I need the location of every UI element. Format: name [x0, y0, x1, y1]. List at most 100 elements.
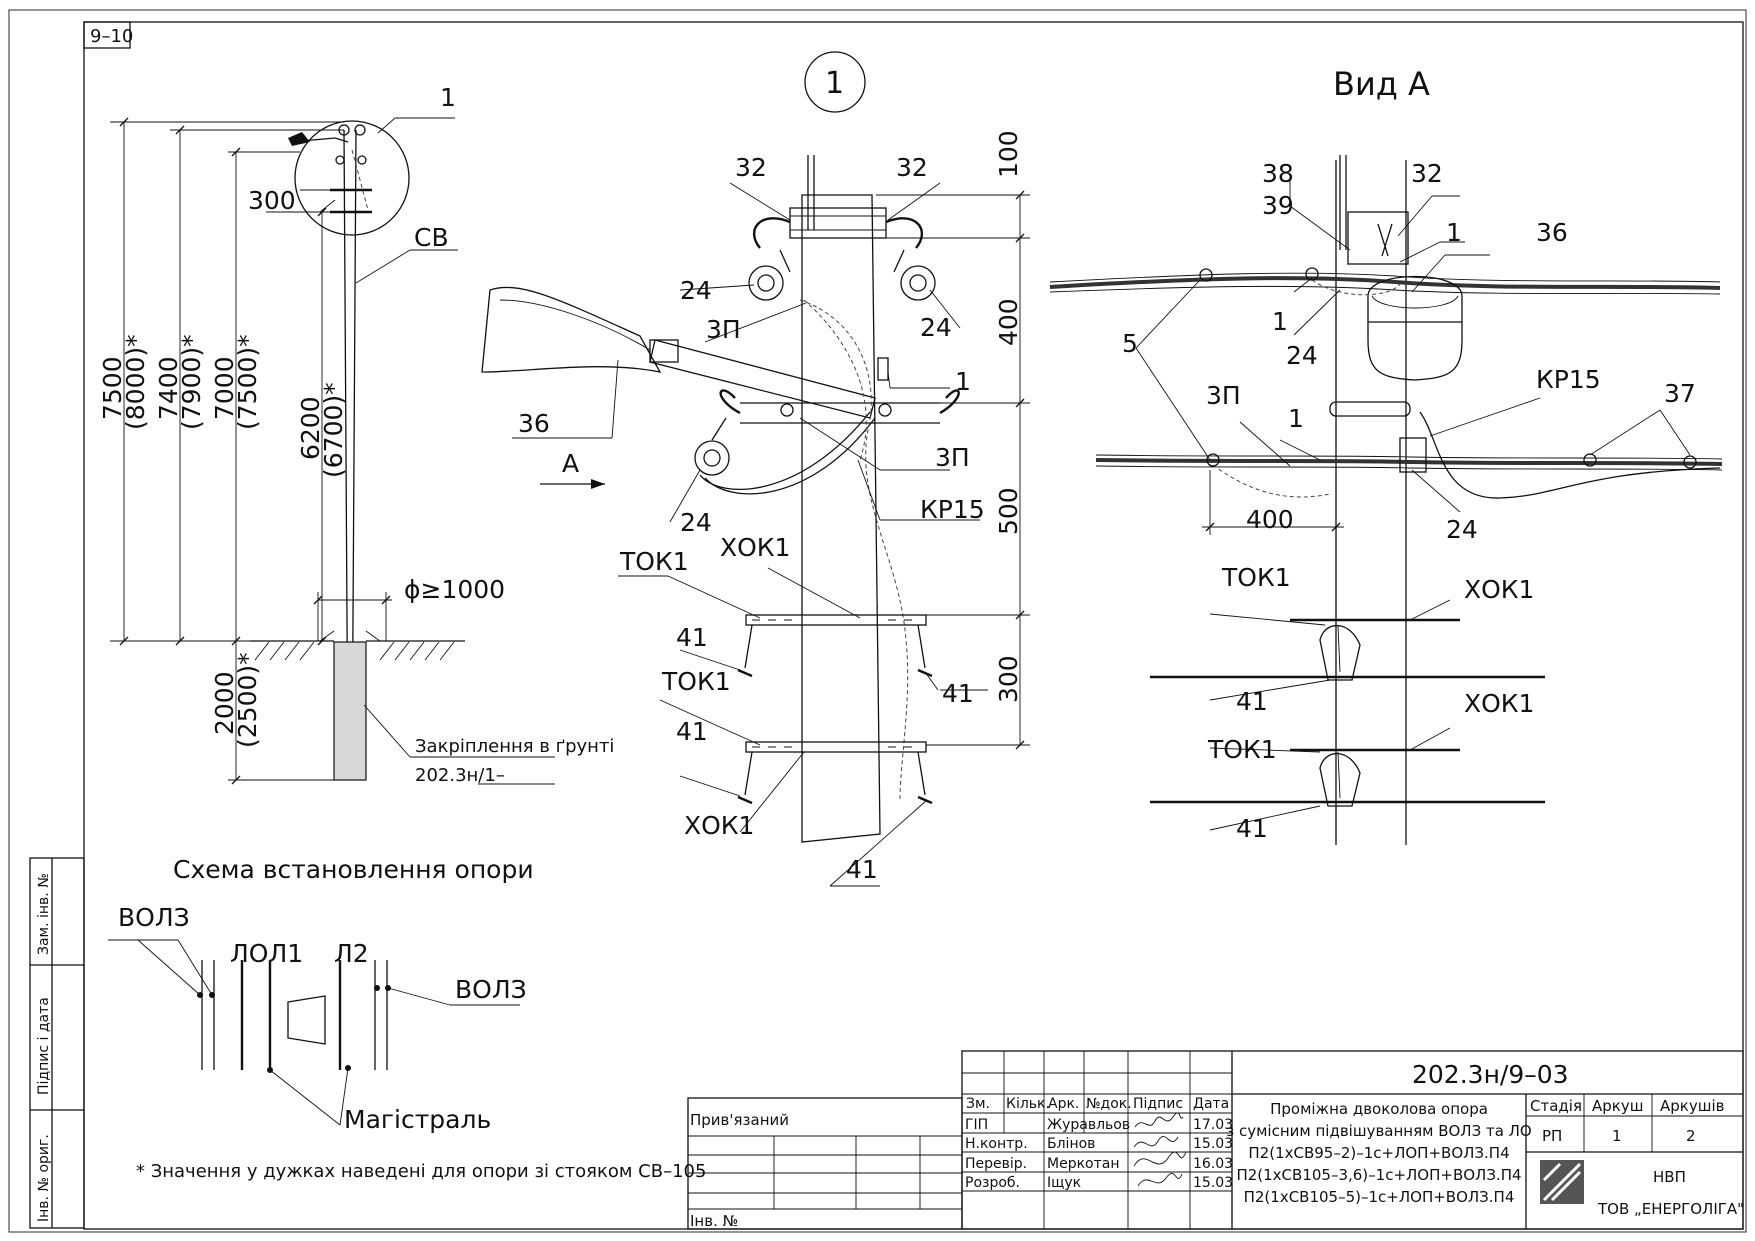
view-a-title: Вид А — [1333, 65, 1430, 103]
desc-line-4: П2(1хСВ105–5)–1с+ЛОП+ВОЛЗ.П4 — [1244, 1188, 1515, 1206]
scheme-drawing — [108, 939, 520, 1126]
row0-name: Журавльов — [1047, 1117, 1130, 1133]
side-stamp: Зам. інв. № Підпис і дата Інв. № ориг. — [29, 857, 85, 1229]
detail-label-xok1b: ХОК1 — [684, 811, 754, 840]
dim-7000: 7000 — [210, 356, 239, 420]
head-ark: Арк. — [1048, 1096, 1079, 1112]
title-code: 202.3н/9–03 — [1412, 1060, 1569, 1089]
company-logo-icon — [1540, 1160, 1584, 1204]
scheme-vol3-right: ВОЛЗ — [455, 975, 527, 1004]
title-inv: Інв. № — [690, 1212, 738, 1230]
view-label-1a: 1 — [1446, 218, 1462, 247]
scheme-title: Схема встановлення опори — [173, 855, 534, 884]
row0-date: 17.03 — [1193, 1117, 1233, 1133]
sheet-header: Аркуш — [1592, 1097, 1643, 1115]
row0-role: ГІП — [965, 1117, 988, 1133]
detail-dim-100: 100 — [994, 130, 1023, 178]
side-zam: Зам. інв. № — [36, 873, 52, 955]
scheme-l2: Л2 — [334, 939, 369, 968]
detail-label-41b: 41 — [942, 679, 974, 708]
side-pidpys: Підпис і дата — [36, 997, 52, 1095]
dim-7900: (7900)* — [177, 334, 206, 430]
view-label-24b: 24 — [1446, 515, 1478, 544]
view-label-24a: 24 — [1286, 341, 1318, 370]
view-label-tok1a: ТОК1 — [1221, 563, 1291, 592]
sheet-value: 1 — [1612, 1127, 1622, 1145]
detail-label-41d: 41 — [846, 855, 878, 884]
ground-fix-text: Закріплення в ґрунті — [415, 736, 614, 757]
sheets-value: 2 — [1686, 1127, 1696, 1145]
head-data: Дата — [1193, 1096, 1229, 1112]
detail-callout-circle — [804, 51, 866, 113]
row3-name: Іщук — [1047, 1175, 1081, 1191]
ground-ref-text: 202.3н/1– — [415, 765, 505, 786]
detail-label-tok1a: ТОК1 — [619, 547, 689, 576]
scheme-magistral: Магістраль — [344, 1105, 491, 1134]
row1-date: 15.03 — [1193, 1136, 1233, 1152]
detail-label-24a: 24 — [680, 276, 712, 305]
signature-marks — [1133, 1112, 1187, 1187]
detail-label-3p1: 3П — [706, 315, 741, 344]
detail-label-3p2: 3П — [935, 443, 970, 472]
detail-label-32a: 32 — [735, 153, 767, 182]
view-label-38: 38 — [1262, 159, 1294, 188]
view-label-xok1b: ХОК1 — [1464, 689, 1534, 718]
view-a-drawing — [1049, 155, 1723, 845]
detail-dim-300: 300 — [994, 655, 1023, 703]
view-label-41b: 41 — [1236, 814, 1268, 843]
dim-2500: (2500)* — [233, 652, 262, 748]
dim-phi: ϕ≥1000 — [404, 575, 505, 604]
desc-line-3: П2(1хСВ105–3,6)–1с+ЛОП+ВОЛЗ.П4 — [1236, 1166, 1521, 1184]
detail-label-32b: 32 — [896, 153, 928, 182]
view-label-1c: 1 — [1288, 404, 1304, 433]
outer-border — [8, 9, 1747, 1233]
view-label-41a: 41 — [1236, 687, 1268, 716]
dim-6700: (6700)* — [319, 382, 348, 478]
sheets-header: Аркушів — [1660, 1097, 1724, 1115]
detail-label-41c: 41 — [676, 717, 708, 746]
detail-label-xok1a: ХОК1 — [720, 533, 790, 562]
head-ndok: №док. — [1086, 1096, 1132, 1112]
view-label-32: 32 — [1411, 159, 1443, 188]
stage-header: Стадія — [1530, 1097, 1582, 1115]
overall-label-300: 300 — [248, 186, 296, 215]
row3-role: Розроб. — [965, 1175, 1020, 1191]
desc-line-1: з сумісним підвішуванням ВОЛЗ та ЛО — [1226, 1122, 1532, 1140]
row2-date: 16.03 — [1193, 1156, 1233, 1172]
view-dim-400: 400 — [1246, 505, 1294, 534]
row1-name: Блінов — [1047, 1136, 1095, 1152]
detail-label-24b: 24 — [920, 313, 952, 342]
dim-7500: 7500 — [98, 356, 127, 420]
overall-label-1: 1 — [440, 83, 456, 112]
view-label-5: 5 — [1122, 329, 1138, 358]
detail-arrow-a: А — [562, 449, 579, 478]
detail-label-24c: 24 — [680, 508, 712, 537]
title-block-grid — [687, 1050, 1744, 1230]
detail-label-tok1b: ТОК1 — [661, 667, 731, 696]
detail-1-drawing — [481, 155, 1030, 887]
detail-label-36: 36 — [518, 409, 550, 438]
view-label-1b: 1 — [1272, 307, 1288, 336]
dim-7400: 7400 — [154, 356, 183, 420]
dim-7500b: (7500)* — [233, 334, 262, 430]
row1-role: Н.контр. — [965, 1136, 1028, 1152]
view-label-36: 36 — [1536, 218, 1568, 247]
scheme-vol3-left: ВОЛЗ — [118, 903, 190, 932]
detail-dim-400: 400 — [994, 298, 1023, 346]
title-bound: Прив'язаний — [690, 1111, 789, 1129]
row3-date: 15.03 — [1193, 1175, 1233, 1191]
detail-callout: 1 — [825, 66, 844, 101]
footnote: * Значення у дужках наведені для опори з… — [136, 1161, 706, 1182]
dim-6200: 6200 — [296, 396, 325, 460]
view-label-kp15: КР15 — [1536, 365, 1601, 394]
row2-name: Меркотан — [1047, 1156, 1120, 1172]
scheme-lol1: ЛОЛ1 — [230, 939, 303, 968]
detail-dim-500: 500 — [994, 487, 1023, 535]
view-label-tok1b: ТОК1 — [1207, 735, 1277, 764]
org-line-2: ТОВ „ЕНЕРГОЛІГА" — [1597, 1200, 1744, 1218]
sheet-code-box — [83, 21, 131, 49]
detail-label-1: 1 — [955, 367, 971, 396]
view-label-39: 39 — [1262, 191, 1294, 220]
org-line-1: НВП — [1653, 1168, 1686, 1186]
